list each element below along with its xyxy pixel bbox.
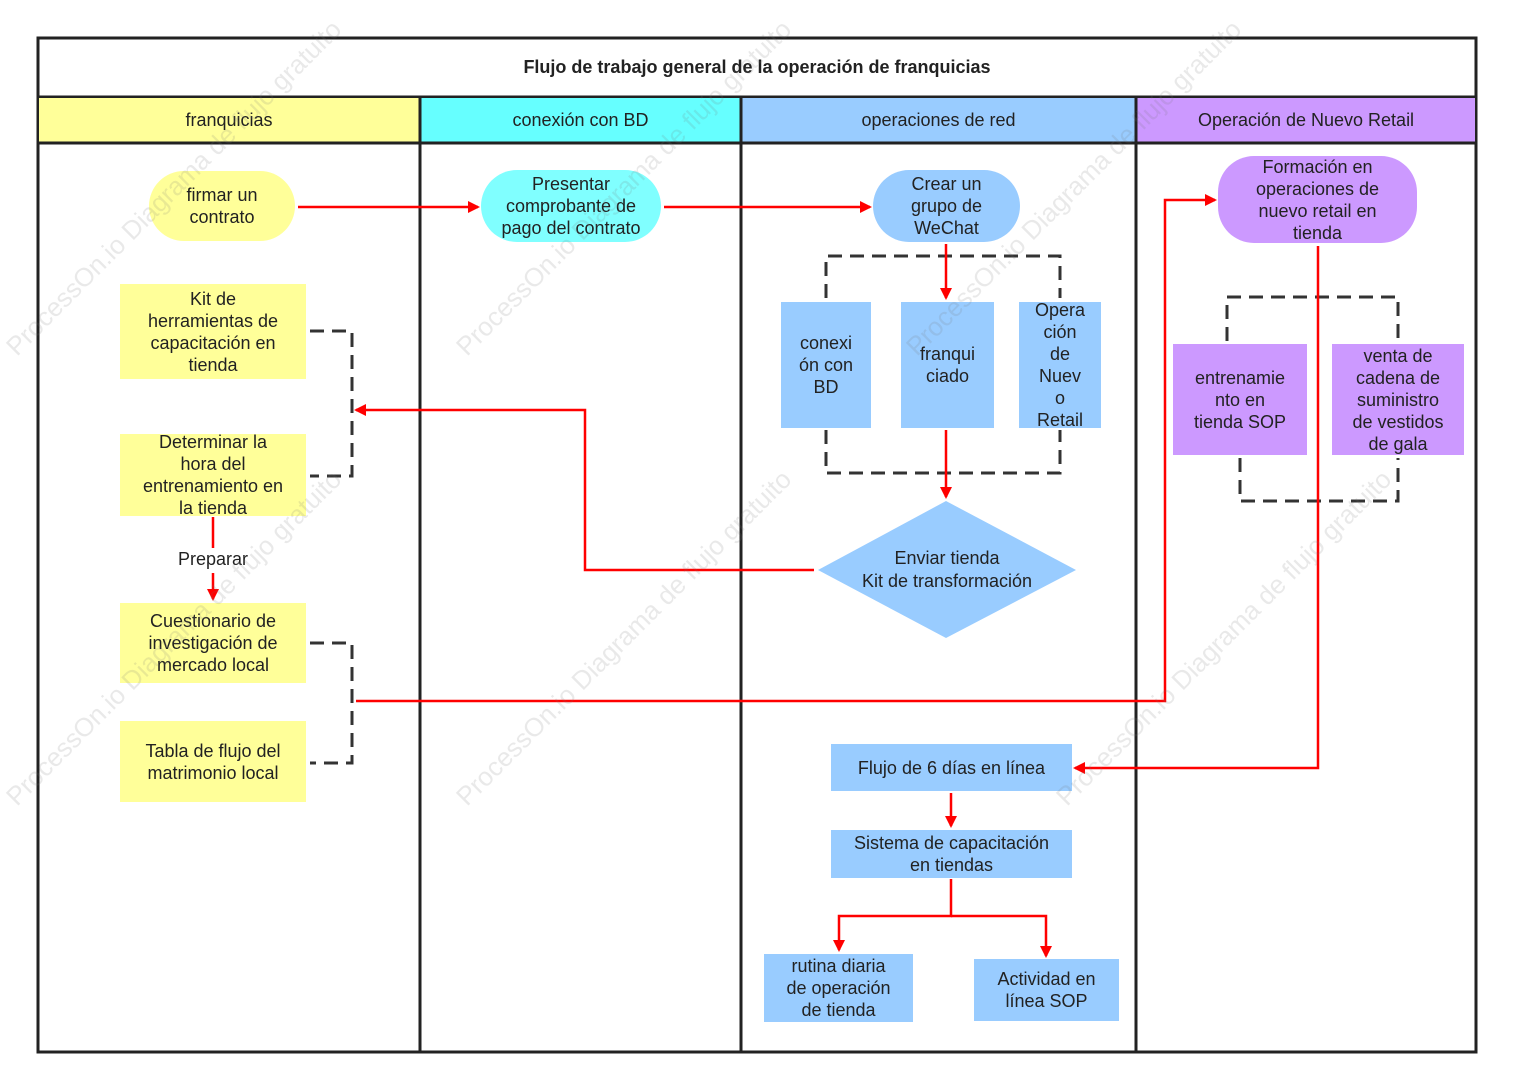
diamond-enviar <box>818 501 1076 638</box>
arrow-sistema-rutina <box>833 879 953 952</box>
node-actividad-sop[interactable]: Actividad en línea SOP <box>974 959 1119 1021</box>
node-rutina-diaria[interactable]: rutina diaria de operación de tienda <box>764 954 913 1022</box>
arrow-cuestionario-formacion <box>356 194 1217 703</box>
bracket-top-ops <box>824 254 1062 298</box>
arrow-sistema-actividad <box>951 914 1052 958</box>
node-venta-cadena[interactable]: venta de cadena de suministro de vestido… <box>1332 344 1464 455</box>
node-cuestionario[interactable]: Cuestionario de investigación de mercado… <box>120 603 306 683</box>
node-operacion-nuevo-retail[interactable]: Opera ción de Nuev o Retail <box>1019 300 1101 430</box>
lane-header-bg-operaciones <box>742 98 1135 142</box>
node-flujo-6-dias[interactable]: Flujo de 6 días en línea <box>831 744 1072 791</box>
bracket-cuestionario <box>310 641 354 765</box>
arrow-enviar-kit <box>354 404 814 572</box>
node-firmar-contrato[interactable]: firmar un contrato <box>149 171 295 241</box>
lane-title-franquicias: franquicias <box>185 109 273 130</box>
outer-frame <box>36 36 1478 1054</box>
lane-header-bg-conexion <box>421 98 740 142</box>
node-conexion-bd[interactable]: conexi ón con BD <box>781 302 871 428</box>
node-formacion-nuevo-retail[interactable]: Formación en operaciones de nuevo retail… <box>1218 156 1417 243</box>
lane-title-nuevo-retail: Operación de Nuevo Retail <box>1197 109 1415 130</box>
lane-header-bg-nuevo-retail <box>1137 98 1475 142</box>
node-presentar-comprobante[interactable]: Presentar comprobante de pago del contra… <box>481 170 661 242</box>
node-kit-herramientas[interactable]: Kit de herramientas de capacitación en t… <box>120 284 306 379</box>
lane-header-bg-franquicias <box>39 98 419 142</box>
edge-label-preparar: Preparar <box>168 549 258 572</box>
node-entrenamiento-sop[interactable]: entrenamie nto en tienda SOP <box>1173 344 1307 455</box>
node-sistema-capacitacion[interactable]: Sistema de capacitación en tiendas <box>831 830 1072 878</box>
lane-title-operaciones-red: operaciones de red <box>861 109 1016 130</box>
bracket-bottom-ops <box>824 430 1062 475</box>
bracket-kit <box>310 329 354 478</box>
node-determinar-hora[interactable]: Determinar la hora del entrenamiento en … <box>120 432 306 518</box>
page-title: Flujo de trabajo general de la operación… <box>523 57 991 77</box>
lane-title-conexion-bd: conexión con BD <box>512 109 649 130</box>
arrow-formacion-flujo6 <box>1073 246 1320 774</box>
node-tabla-flujo[interactable]: Tabla de flujo del matrimonio local <box>120 721 306 802</box>
bracket-top-retail <box>1225 295 1400 341</box>
node-enviar-kit[interactable]: Enviar tienda Kit de transformación <box>861 548 1033 591</box>
node-franquiciado[interactable]: franqui ciado <box>901 302 994 428</box>
node-crear-grupo-wechat[interactable]: Crear un grupo de WeChat <box>873 170 1020 242</box>
